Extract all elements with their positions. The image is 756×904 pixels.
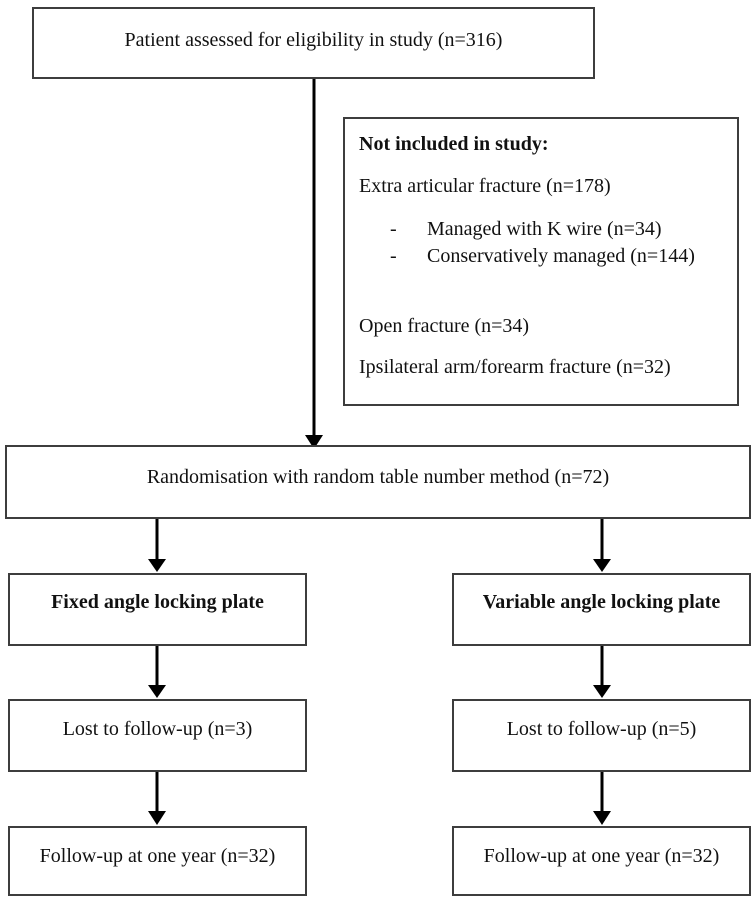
variable-angle-label: Variable angle locking plate xyxy=(482,591,721,613)
arrow-lost-left-to-followup-left xyxy=(148,772,166,825)
not-included-title: Not included in study: xyxy=(359,133,549,155)
bullet-label: Conservatively managed (n=144) xyxy=(427,245,695,267)
not-included-bullet-list: - Managed with K wire (n=34) - Conservat… xyxy=(359,216,723,270)
randomisation-label: Randomisation with random table number m… xyxy=(146,465,610,488)
followup-one-year-left-label: Follow-up at one year (n=32) xyxy=(39,844,276,867)
eligibility-label: Patient assessed for eligibility in stud… xyxy=(124,28,503,51)
not-included-extra-articular: Extra articular fracture (n=178) xyxy=(359,175,611,197)
not-included-box: Not included in study: Extra articular f… xyxy=(343,117,739,406)
bullet-dash: - xyxy=(390,218,397,240)
lost-followup-right-box: Lost to follow-up (n=5) xyxy=(452,699,751,772)
bullet-label: Managed with K wire (n=34) xyxy=(427,218,662,240)
lost-followup-left-label: Lost to follow-up (n=3) xyxy=(62,718,253,740)
followup-one-year-right-label: Follow-up at one year (n=32) xyxy=(483,844,720,867)
randomisation-box: Randomisation with random table number m… xyxy=(5,445,751,519)
followup-one-year-left-box: Follow-up at one year (n=32) xyxy=(8,826,307,896)
arrow-fixed-to-lost-left xyxy=(148,646,166,698)
fixed-angle-group-box: Fixed angle locking plate xyxy=(8,573,307,646)
arrow-eligibility-to-randomisation xyxy=(305,79,323,449)
list-item: - Conservatively managed (n=144) xyxy=(359,243,723,270)
lost-followup-right-label: Lost to follow-up (n=5) xyxy=(506,718,697,740)
variable-angle-group-box: Variable angle locking plate xyxy=(452,573,751,646)
arrow-lost-right-to-followup-right xyxy=(593,772,611,825)
lost-followup-left-box: Lost to follow-up (n=3) xyxy=(8,699,307,772)
fixed-angle-label: Fixed angle locking plate xyxy=(51,591,264,613)
eligibility-box: Patient assessed for eligibility in stud… xyxy=(32,7,595,79)
followup-one-year-right-box: Follow-up at one year (n=32) xyxy=(452,826,751,896)
not-included-ipsilateral: Ipsilateral arm/forearm fracture (n=32) xyxy=(359,356,671,378)
arrow-randomisation-to-variable xyxy=(593,519,611,572)
arrow-variable-to-lost-right xyxy=(593,646,611,698)
list-item: - Managed with K wire (n=34) xyxy=(359,216,723,243)
not-included-open-fracture: Open fracture (n=34) xyxy=(359,315,530,337)
bullet-dash: - xyxy=(390,245,397,267)
arrow-randomisation-to-fixed xyxy=(148,519,166,572)
